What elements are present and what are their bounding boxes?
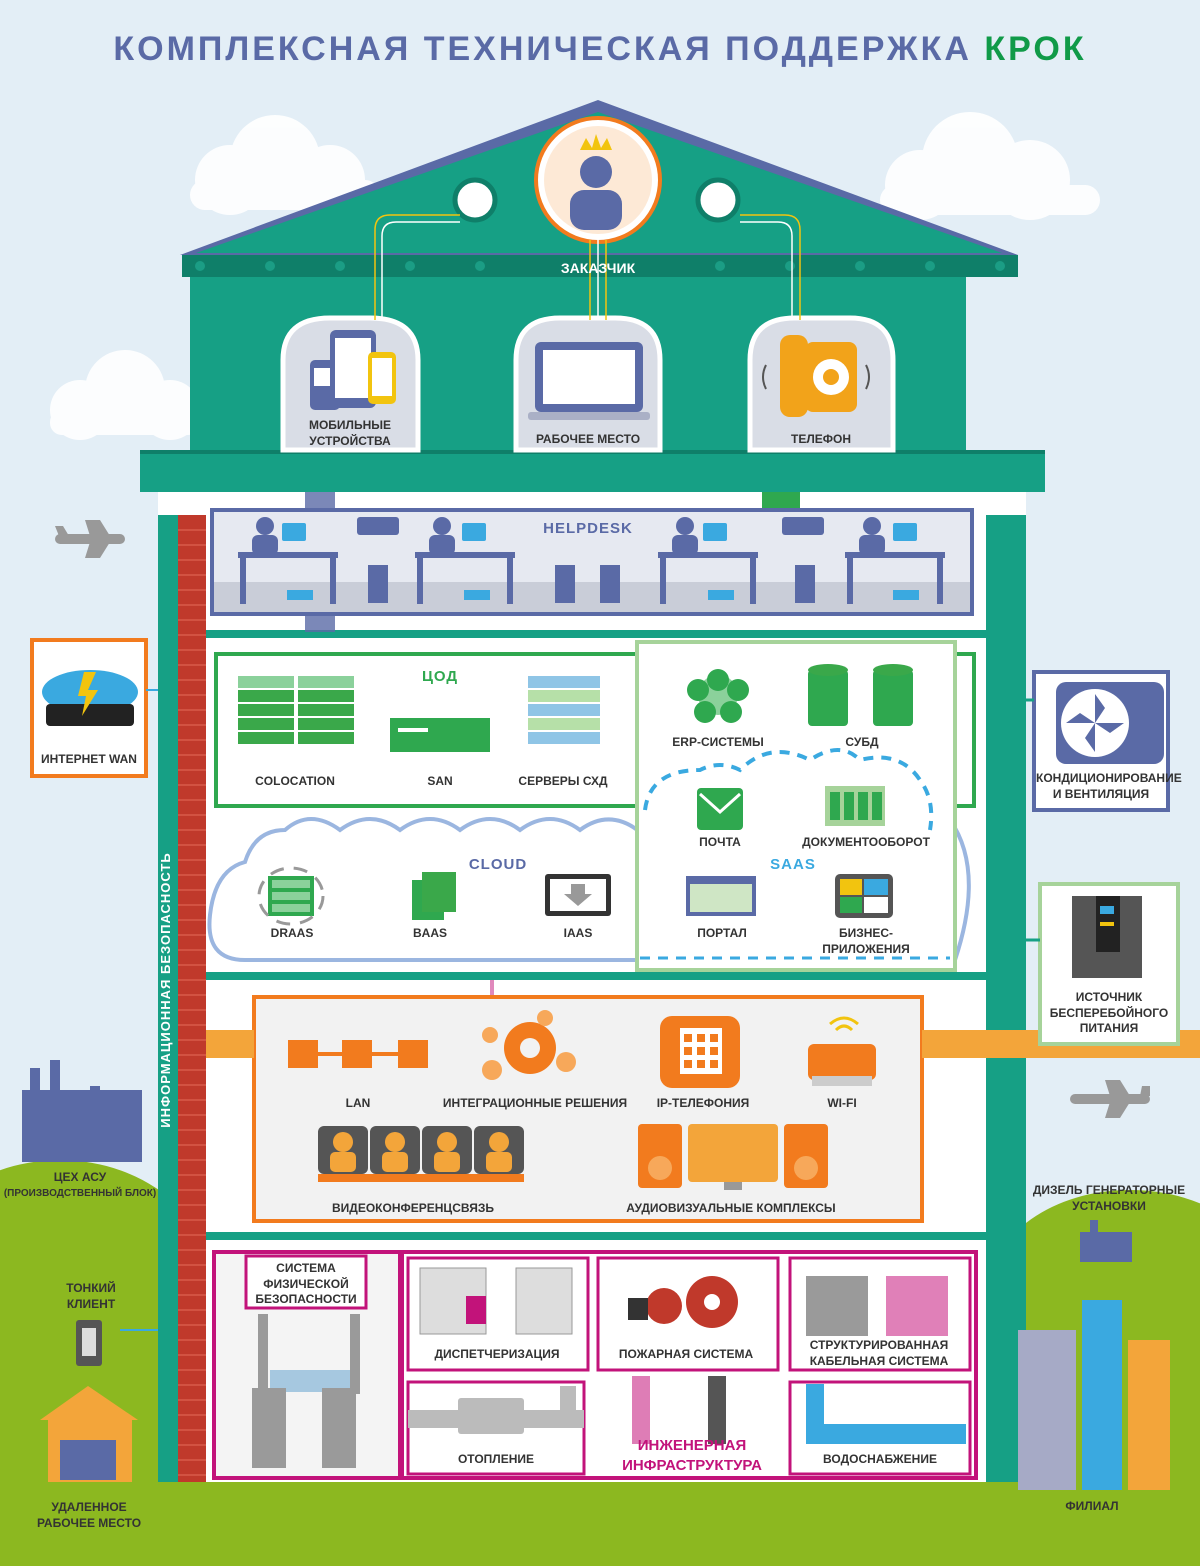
factory-icon xyxy=(22,1060,142,1162)
crowned-person-icon xyxy=(570,134,622,230)
erp-network-icon xyxy=(687,669,749,723)
customer-label: ЗАКАЗЧИК xyxy=(560,260,636,276)
portal-window-icon xyxy=(686,876,756,916)
saas-item-erp: ERP-СИСТЕМЫ xyxy=(672,735,764,749)
dc-item-storage-servers: СЕРВЕРЫ СХД xyxy=(518,774,608,788)
side-remote-workplace: УДАЛЕННОЕ РАБОЧЕЕ МЕСТО xyxy=(36,1500,142,1530)
cable-reels-icon xyxy=(806,1276,948,1336)
database-icon xyxy=(808,664,913,726)
device-label-mobile: МОБИЛЬНЫЕ УСТРОЙСТВА xyxy=(308,418,392,448)
fire-alarm-icon xyxy=(628,1276,738,1328)
side-branch: ФИЛИАЛ xyxy=(1065,1499,1119,1513)
cloud-item-draas: DRAAS xyxy=(270,926,314,940)
wifi-router-icon xyxy=(808,1016,876,1086)
smartphone-icon xyxy=(310,330,396,410)
city-buildings-icon xyxy=(1018,1300,1170,1490)
turnstile-icon xyxy=(252,1314,360,1468)
thin-client-icon xyxy=(76,1320,102,1366)
audio-visual-icon xyxy=(638,1124,828,1190)
side-thin-client: ТОНКИЙ КЛИЕНТ xyxy=(66,1281,116,1311)
water-pipe-icon xyxy=(806,1384,966,1444)
document-flow-icon xyxy=(825,786,885,826)
eng-item-physical-security: СИСТЕМА ФИЗИЧЕСКОЙ БЕЗОПАСНОСТИ xyxy=(255,1261,357,1307)
cloud-item-baas: BAAS xyxy=(412,926,448,940)
ups-icon xyxy=(1072,896,1142,978)
device-label-phone: ТЕЛЕФОН xyxy=(791,432,851,446)
lan-nodes-icon xyxy=(288,1040,428,1068)
eng-item-dispatching: ДИСПЕТЧЕРИЗАЦИЯ xyxy=(434,1347,560,1361)
brand-name: КРОК xyxy=(984,30,1087,68)
security-label: ИНФОРМАЦИОННАЯ БЕЗОПАСНОСТЬ xyxy=(158,852,173,1128)
eng-item-heating: ОТОПЛЕНИЕ xyxy=(457,1452,535,1466)
generator-icon xyxy=(1080,1220,1132,1262)
gears-icon xyxy=(482,1010,576,1080)
server-rack-icon xyxy=(238,676,354,744)
net-item-wifi: WI-FI xyxy=(827,1096,857,1110)
mail-icon xyxy=(697,788,743,830)
video-conference-icon xyxy=(318,1126,524,1182)
side-asu-workshop-sub: (ПРОИЗВОДСТВЕННЫЙ БЛОК) xyxy=(3,1188,157,1199)
dc-item-colocation: COLOCATION xyxy=(255,774,335,788)
airplane-icon xyxy=(55,520,125,558)
radiator-icon xyxy=(408,1386,584,1434)
engineering-label: ИНЖЕНЕРНАЯ ИНФРАСТРУКТУРА xyxy=(622,1437,762,1474)
internet-router-icon xyxy=(42,670,138,726)
side-diesel-generator: ДИЗЕЛЬ ГЕНЕРАТОРНЫЕ УСТАНОВКИ xyxy=(1032,1183,1186,1213)
cloud-item-iaas: IAAS xyxy=(563,926,593,940)
side-internet-wan: ИНТЕРНЕТ WAN xyxy=(41,752,137,766)
saas-item-docflow: ДОКУМЕНТООБОРОТ xyxy=(802,835,930,849)
storage-server-icon xyxy=(528,676,600,744)
net-item-integration: ИНТЕГРАЦИОННЫЕ РЕШЕНИЯ xyxy=(442,1096,628,1110)
title-text: КОМПЛЕКСНАЯ ТЕХНИЧЕСКАЯ ПОДДЕРЖКА xyxy=(113,30,972,68)
airplane-icon xyxy=(1070,1080,1150,1118)
fan-icon xyxy=(1056,682,1164,764)
net-item-videoconf: ВИДЕОКОНФЕРЕНЦСВЯЗЬ xyxy=(332,1201,494,1215)
device-label-workplace: РАБОЧЕЕ МЕСТО xyxy=(535,432,641,446)
saas-item-dbms: СУБД xyxy=(845,735,879,749)
saas-item-business-apps: БИЗНЕС-ПРИЛОЖЕНИЯ xyxy=(822,926,910,956)
side-asu-workshop: ЦЕХ АСУ xyxy=(53,1170,107,1184)
monitor-download-icon xyxy=(545,874,611,916)
page-title: КОМПЛЕКСНАЯ ТЕХНИЧЕСКАЯ ПОДДЕРЖКА КРОК xyxy=(0,30,1200,69)
side-ups: ИСТОЧНИК БЕСПЕРЕБОЙНОГО ПИТАНИЯ xyxy=(1049,990,1169,1036)
saas-item-mail: ПОЧТА xyxy=(699,835,741,849)
tablet-apps-icon xyxy=(835,874,893,918)
dc-item-san: SAN xyxy=(427,774,453,788)
laptop-icon xyxy=(528,342,650,420)
side-ventilation: КОНДИЦИОНИРОВАНИЕ И ВЕНТИЛЯЦИЯ xyxy=(1036,771,1182,801)
ip-phone-icon xyxy=(660,1016,740,1088)
net-item-ip-telephony: IP-ТЕЛЕФОНИЯ xyxy=(656,1096,750,1110)
net-item-audiovisual: АУДИОВИЗУАЛЬНЫЕ КОМПЛЕКСЫ xyxy=(626,1201,836,1215)
saas-item-portal: ПОРТАЛ xyxy=(697,926,747,940)
server-recovery-icon xyxy=(257,866,325,926)
telephone-icon xyxy=(762,335,870,417)
eng-item-water: ВОДОСНАБЖЕНИЕ xyxy=(823,1452,937,1466)
storage-box-icon xyxy=(390,718,490,752)
cloud-label: CLOUD xyxy=(468,856,528,873)
eng-item-fire-system: ПОЖАРНАЯ СИСТЕМА xyxy=(618,1347,754,1361)
helpdesk-label: HELPDESK xyxy=(543,520,633,537)
net-item-lan: LAN xyxy=(345,1096,371,1110)
remote-house-icon xyxy=(40,1386,138,1482)
eng-item-cabling: СТРУКТУРИРОВАННАЯ КАБЕЛЬНАЯ СИСТЕМА xyxy=(809,1338,949,1368)
sky-clouds xyxy=(50,112,1100,440)
control-panel-icon xyxy=(419,1267,573,1335)
saas-label: SAAS xyxy=(770,856,816,873)
datacenter-label: ЦОД xyxy=(421,668,459,685)
documents-icon xyxy=(412,872,456,920)
